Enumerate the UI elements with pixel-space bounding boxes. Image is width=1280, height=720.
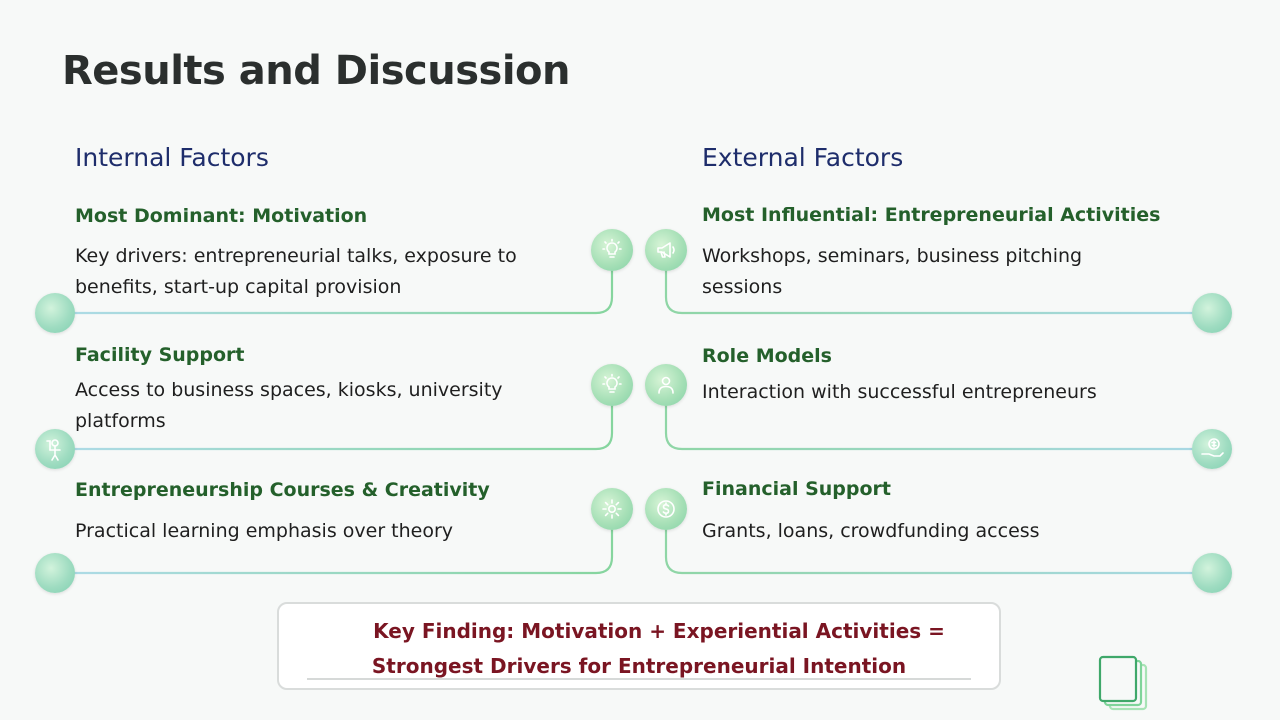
external-item-title-3: Financial Support (702, 478, 892, 500)
connector-internal-2 (55, 386, 614, 451)
internal-node-1 (35, 293, 75, 333)
external-item-desc-1: Workshops, seminars, business pitching s… (702, 245, 1083, 298)
connector-external-3 (664, 512, 1212, 575)
internal-icon-node-1 (591, 229, 633, 271)
internal-icon-node-3 (591, 488, 633, 530)
key-finding-line-2: Strongest Drivers for Entrepreneurial In… (371, 654, 907, 678)
internal-item-desc-2: Access to business spaces, kiosks, unive… (75, 379, 503, 432)
connector-internal-3 (55, 512, 614, 575)
page-title: Results and Discussion (62, 48, 571, 94)
external-icon-node-3 (645, 488, 687, 530)
internal-item-desc-1: Key drivers: entrepreneurial talks, expo… (75, 245, 517, 298)
external-icon-node-1 (645, 229, 687, 271)
internal-item-title-1: Most Dominant: Motivation (75, 205, 368, 227)
internal-item-title-2: Facility Support (75, 344, 245, 366)
internal-node-3 (35, 553, 75, 593)
external-item-title-1: Most Influential: Entrepreneurial Activi… (702, 204, 1161, 226)
dollar-coin-icon (657, 500, 675, 518)
person-icon (658, 376, 674, 394)
lightbulb-icon (602, 373, 622, 393)
connector-external-1 (664, 252, 1212, 315)
connector-external-2 (664, 386, 1212, 451)
documents-stack-icon (1098, 655, 1148, 711)
external-item-desc-2: Interaction with successful entrepreneur… (702, 381, 1097, 403)
gear-icon (602, 499, 622, 519)
connector-internal-1 (55, 252, 614, 315)
external-node-2 (1192, 429, 1232, 469)
flag-figure-icon (46, 439, 61, 461)
internal-icon-node-2 (591, 364, 633, 406)
external-node-3 (1192, 553, 1232, 593)
internal-node-2 (35, 429, 75, 469)
external-factors-heading: External Factors (702, 143, 904, 172)
key-finding-box: Key Finding: Motivation + Experiential A… (277, 602, 1001, 690)
external-item-title-2: Role Models (702, 345, 832, 367)
internal-factors-heading: Internal Factors (75, 143, 269, 172)
external-node-1 (1192, 293, 1232, 333)
external-item-desc-3: Grants, loans, crowdfunding access (702, 520, 1040, 542)
internal-item-title-3: Entrepreneurship Courses & Creativity (75, 479, 490, 501)
megaphone-icon (657, 242, 675, 258)
key-finding-underline (307, 678, 971, 680)
money-hand-icon (1201, 438, 1224, 457)
lightbulb-icon (602, 238, 622, 258)
internal-item-desc-3: Practical learning emphasis over theory (75, 520, 454, 542)
external-icon-node-2 (645, 364, 687, 406)
key-finding-line-1: Key Finding: Motivation + Experiential A… (373, 619, 945, 643)
